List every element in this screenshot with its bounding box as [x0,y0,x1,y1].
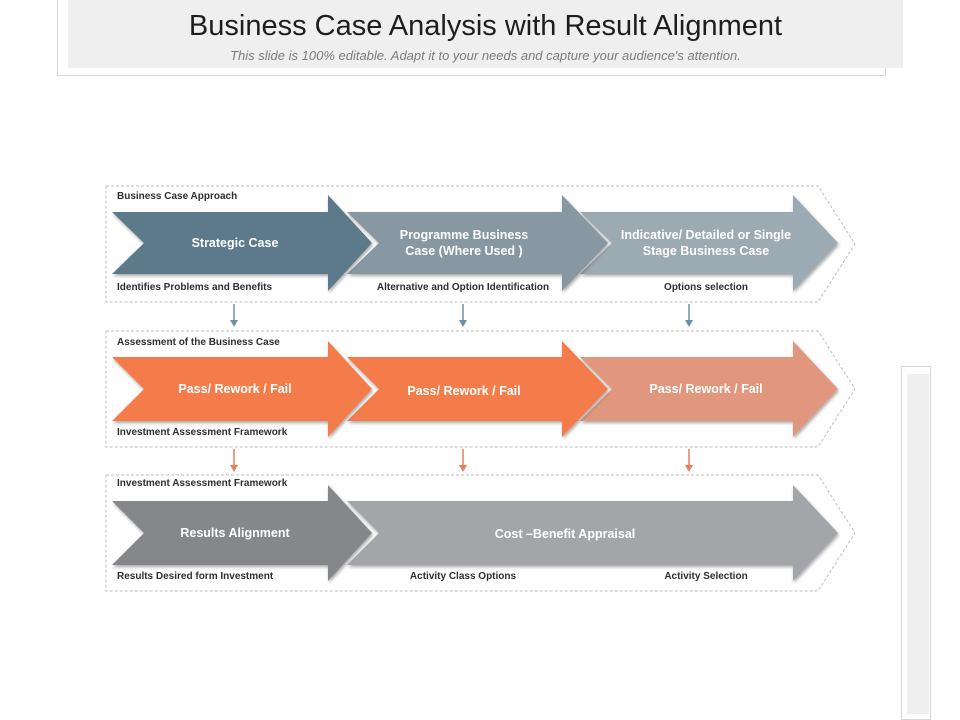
row-label-assessment: Assessment of the Business Case [117,337,280,348]
arrow-label-programme-business-case: Programme Business Case (Where Used ) [399,228,529,258]
arrow-label-pass-rework-fail-1: Pass/ Rework / Fail [178,382,292,396]
header-band [68,0,903,68]
arrow-label-strategic-case: Strategic Case [191,236,279,250]
caption-alternative-option: Alternative and Option Identification [376,282,550,293]
arrow-results-alignment [112,485,372,581]
caption-activity-selection: Activity Selection [664,571,748,582]
connector-blue-3-head [685,320,693,327]
arrow-label-cost-benefit-appraisal: Cost –Benefit Appraisal [494,527,636,541]
side-band [907,374,929,714]
arrow-label-results-alignment: Results Alignment [180,526,290,540]
arrow-label-indicative-business-case: Indicative/ Detailed or Single Stage Bus… [620,228,792,258]
row-frame-approach [105,185,856,303]
slide-subtitle: This slide is 100% editable. Adapt it to… [230,48,741,63]
arrow-cost-benefit-appraisal [347,485,838,581]
caption-options-selection: Options selection [664,282,748,293]
caption-identifies-problems: Identifies Problems and Benefits [117,282,273,293]
connector-orange-1-head [230,465,238,472]
connector-orange-2-head [459,465,467,472]
arrow-indicative-business-case [580,195,838,291]
arrow-label-pass-rework-fail-3: Pass/ Rework / Fail [649,382,763,396]
row-label-investment-framework: Investment Assessment Framework [117,478,288,489]
arrow-strategic-case [112,195,372,291]
slide-title: Business Case Analysis with Result Align… [188,10,783,42]
connectors-orange [230,449,693,472]
arrow-pass-rework-fail-3 [580,341,838,437]
row-frame-results [105,474,856,592]
connector-orange-3-head [685,465,693,472]
caption-activity-class-options: Activity Class Options [409,571,517,582]
arrow-pass-rework-fail-2 [347,341,608,437]
arrow-label-pass-rework-fail-2: Pass/ Rework / Fail [407,384,521,398]
connectors-blue [230,304,693,327]
arrow-pass-rework-fail-1 [112,341,372,437]
connector-blue-2-head [459,320,467,327]
row-label-approach: Business Case Approach [117,191,238,202]
connector-blue-1-head [230,320,238,327]
caption-results-desired: Results Desired form Investment [117,571,274,582]
arrow-programme-business-case [347,195,608,291]
row-frame-assessment [105,330,856,448]
caption-investment-framework: Investment Assessment Framework [117,427,288,438]
